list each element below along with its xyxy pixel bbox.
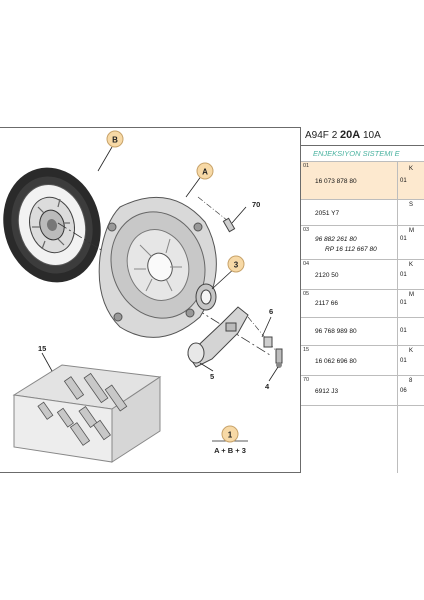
callout-70-label[interactable]: 70 xyxy=(252,200,260,209)
callout-b-label: B xyxy=(112,136,118,145)
part-extra: S xyxy=(409,202,414,208)
part-qty: 01 xyxy=(400,178,407,184)
part-code: 2051 Y7 xyxy=(315,210,340,217)
exploded-clutch-diagram xyxy=(0,127,300,473)
row-index: 05 xyxy=(303,291,310,297)
part-extra: M xyxy=(409,292,414,298)
callout-1-label: 1 xyxy=(228,431,233,440)
row-index: 04 xyxy=(303,261,310,267)
callout-a[interactable]: A xyxy=(196,162,214,180)
callout-a-label: A xyxy=(202,168,208,177)
callout-5-label[interactable]: 5 xyxy=(210,372,214,381)
callout-3-label: 3 xyxy=(234,261,239,270)
part-row[interactable]: 15 16 062 696 80 01 K xyxy=(301,345,424,375)
row-separator xyxy=(397,406,398,473)
ball-stud-part[interactable] xyxy=(247,316,283,368)
part-code-replacement: RP 16 112 667 80 xyxy=(325,246,377,253)
part-extra: K xyxy=(409,166,414,172)
callout-1[interactable]: 1 A + B + 3 xyxy=(212,425,248,455)
part-code: 2117 66 xyxy=(315,300,339,307)
row-separator xyxy=(397,260,398,289)
row-separator xyxy=(397,290,398,317)
row-index: 15 xyxy=(303,347,310,353)
callout-layer: B A 3 70 6 5 4 15 1 A + B + 3 xyxy=(38,130,273,455)
callout-3[interactable]: 3 xyxy=(227,255,245,273)
part-qty: 01 xyxy=(400,328,407,334)
row-separator xyxy=(397,376,398,405)
part-row[interactable]: 96 768 989 80 01 xyxy=(301,317,424,345)
callout-4-label[interactable]: 4 xyxy=(265,382,270,391)
panel-header: A94F 2 20A 10A xyxy=(305,129,381,141)
part-code: 96 768 989 80 xyxy=(315,328,357,335)
part-row[interactable]: 03 96 882 261 80 RP 16 112 667 80 01 M xyxy=(301,225,424,259)
part-qty: 01 xyxy=(400,272,407,278)
part-qty: 01 xyxy=(400,236,407,242)
part-extra: K xyxy=(409,262,414,268)
row-index: 70 xyxy=(303,377,310,383)
part-row[interactable]: 04 2120 50 01 K xyxy=(301,259,424,289)
part-extra: M xyxy=(409,228,414,234)
part-code: 2120 50 xyxy=(315,272,339,279)
header-engine-c: 10A xyxy=(363,130,381,141)
part-code: 96 882 261 80 xyxy=(315,236,357,243)
section-title: ENJEKSIYON SISTEMI E xyxy=(313,149,400,158)
part-code: 16 062 696 80 xyxy=(315,358,357,365)
release-fork-part[interactable] xyxy=(187,306,249,368)
row-separator xyxy=(397,226,398,259)
parts-list-panel: A94F 2 20A 10A ENJEKSIYON SISTEMI E 01 1… xyxy=(300,127,424,473)
header-model: A94F xyxy=(305,130,329,141)
part-qty: 01 xyxy=(400,358,407,364)
part-list-empty-area xyxy=(301,405,424,473)
part-row[interactable]: 01 16 073 878 80 01 K xyxy=(301,161,424,199)
header-divider xyxy=(301,145,424,146)
part-qty: 01 xyxy=(400,300,407,306)
row-separator xyxy=(397,162,398,199)
part-row[interactable]: 2051 Y7 S xyxy=(301,199,424,225)
part-code: 6912 J3 xyxy=(315,388,339,395)
part-qty: 06 xyxy=(400,388,407,394)
part-row[interactable]: 70 6912 J3 06 8 xyxy=(301,375,424,405)
row-separator xyxy=(397,318,398,345)
row-separator xyxy=(397,200,398,225)
pressure-plate-part[interactable] xyxy=(96,196,219,338)
part-code: 16 073 878 80 xyxy=(315,178,357,185)
part-row[interactable]: 05 2117 66 01 M xyxy=(301,289,424,317)
clutch-disc-part[interactable] xyxy=(0,157,113,294)
row-separator xyxy=(397,346,398,375)
release-bearing-part[interactable] xyxy=(195,283,217,311)
callout-15-label[interactable]: 15 xyxy=(38,344,46,353)
part-extra: 8 xyxy=(409,378,413,384)
header-engine-b: 20A xyxy=(340,129,361,141)
row-index: 03 xyxy=(303,227,310,233)
bolt-kit-box[interactable] xyxy=(12,364,162,463)
callout-1-formula: A + B + 3 xyxy=(214,446,246,455)
row-index: 01 xyxy=(303,163,310,169)
callout-b[interactable]: B xyxy=(106,130,124,148)
header-engine-a: 2 xyxy=(331,130,338,141)
callout-6-label[interactable]: 6 xyxy=(269,307,273,316)
part-extra: K xyxy=(409,348,414,354)
bolt-70-part[interactable] xyxy=(197,196,236,233)
